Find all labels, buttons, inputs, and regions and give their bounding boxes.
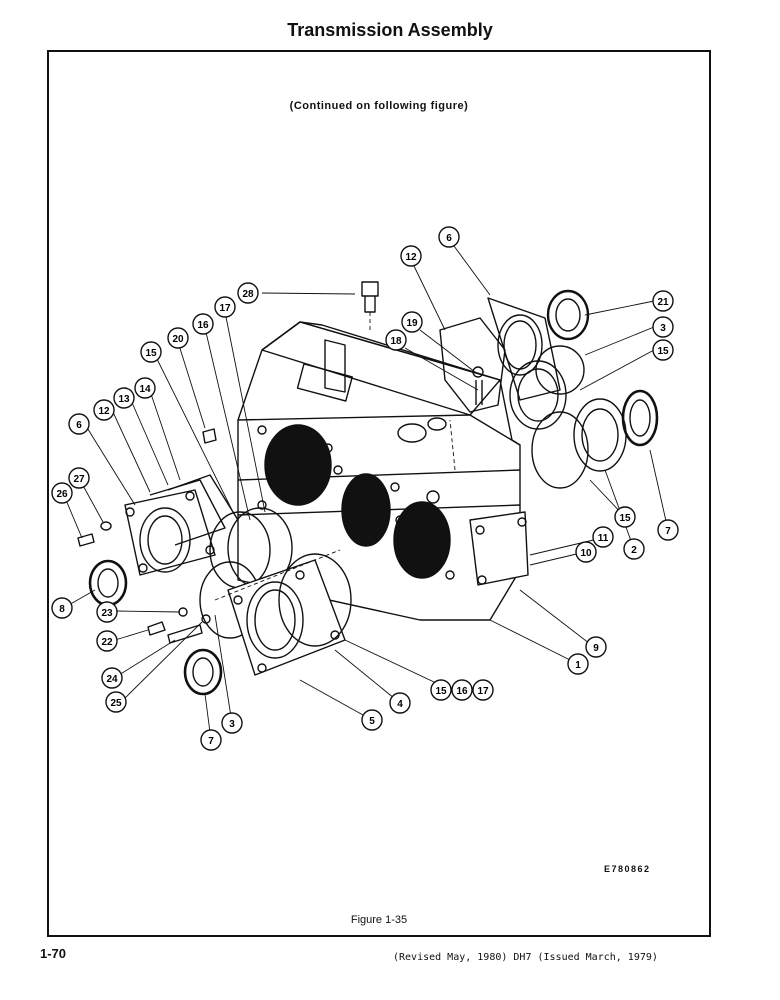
callout-label: 21 [657, 297, 669, 308]
callouts: 28 6 12 19 18 21 3 15 7 15 2 11 10 9 1 1… [51, 226, 679, 751]
page-title: Transmission Assembly [287, 20, 493, 40]
callout-label: 15 [145, 348, 157, 359]
callout-28: 28 [237, 282, 259, 304]
callout-label: 13 [118, 394, 130, 405]
callout-label: 3 [229, 719, 235, 730]
callout-label: 10 [580, 548, 592, 559]
callout-label: 14 [139, 384, 151, 395]
callout-17: 17 [214, 296, 236, 318]
callout-2: 2 [623, 538, 645, 560]
callout-11: 11 [592, 526, 614, 548]
callout-label: 23 [101, 608, 113, 619]
callout-label: 5 [369, 716, 375, 727]
figure-caption: Figure 1-35 [350, 914, 408, 926]
callout-19: 19 [401, 311, 423, 333]
callout-7: 7 [200, 729, 222, 751]
callout-label: 26 [56, 489, 68, 500]
callout-label: 22 [101, 637, 113, 648]
callout-label: 17 [477, 686, 489, 697]
callout-15: 15 [140, 341, 162, 363]
transmission-housing [237, 321, 529, 621]
callout-label: 28 [242, 289, 254, 300]
callout-16: 16 [451, 679, 473, 701]
callout-label: 19 [406, 318, 418, 329]
callout-10: 10 [575, 541, 597, 563]
callout-8: 8 [51, 597, 73, 619]
callout-9: 9 [585, 636, 607, 658]
callout-26: 26 [51, 482, 73, 504]
callout-label: 12 [98, 406, 110, 417]
callout-16: 16 [192, 313, 214, 335]
left-cover-and-seals [77, 428, 352, 696]
callout-12: 12 [93, 399, 115, 421]
callout-17: 17 [472, 679, 494, 701]
callout-label: 16 [197, 320, 209, 331]
callout-13: 13 [113, 387, 135, 409]
figure-frame: (Continued on following figure) E780862 … [47, 50, 711, 937]
callout-label: 8 [59, 604, 65, 615]
callout-label: 16 [456, 686, 468, 697]
callout-6: 6 [438, 226, 460, 248]
callout-18: 18 [385, 329, 407, 351]
callout-15: 15 [614, 506, 636, 528]
callout-label: 12 [405, 252, 417, 263]
breather-plug [361, 281, 379, 313]
callout-label: 6 [76, 420, 82, 431]
callout-1: 1 [567, 653, 589, 675]
callout-label: 17 [219, 303, 231, 314]
revision-note: (Revised May, 1980) DH7 (Issued March, 1… [393, 952, 658, 963]
callout-label: 15 [619, 513, 631, 524]
callout-3: 3 [652, 316, 674, 338]
callout-label: 6 [446, 233, 452, 244]
callout-3: 3 [221, 712, 243, 734]
callout-label: 1 [575, 660, 581, 671]
callout-label: 15 [657, 346, 669, 357]
callout-label: 4 [397, 699, 403, 710]
continued-note: (Continued on following figure) [289, 100, 469, 112]
callout-6: 6 [68, 413, 90, 435]
callout-label: 11 [598, 533, 609, 544]
callout-label: 20 [172, 334, 184, 345]
callout-15: 15 [430, 679, 452, 701]
callout-5: 5 [361, 709, 383, 731]
callout-24: 24 [101, 667, 123, 689]
callout-27: 27 [68, 467, 90, 489]
callout-label: 27 [73, 474, 85, 485]
callout-label: 7 [208, 736, 214, 747]
callout-label: 3 [660, 323, 666, 334]
callout-14: 14 [134, 377, 156, 399]
callout-25: 25 [105, 691, 127, 713]
callout-label: 9 [593, 643, 599, 654]
callout-21: 21 [652, 290, 674, 312]
callout-label: 18 [390, 336, 402, 347]
callout-23: 23 [96, 601, 118, 623]
callout-12: 12 [400, 245, 422, 267]
callout-15: 15 [652, 339, 674, 361]
callout-7: 7 [657, 519, 679, 541]
callout-label: 7 [665, 526, 671, 537]
callout-label: 25 [110, 698, 122, 709]
callout-22: 22 [96, 630, 118, 652]
page-number: 1-70 [40, 946, 67, 961]
callout-4: 4 [389, 692, 411, 714]
callout-label: 24 [106, 674, 118, 685]
callout-20: 20 [167, 327, 189, 349]
callout-label: 15 [435, 686, 447, 697]
callout-label: 2 [631, 545, 637, 556]
right-cover-and-seals [439, 289, 659, 489]
drawing-code: E780862 [604, 864, 651, 874]
